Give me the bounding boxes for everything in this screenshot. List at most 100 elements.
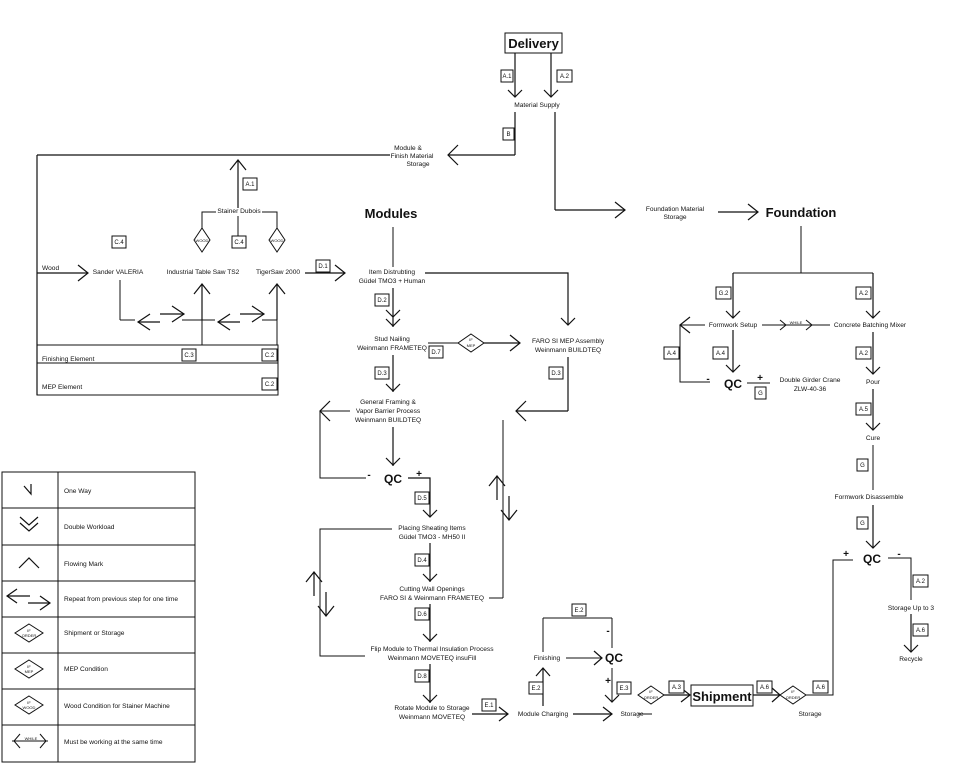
label-cond-mep: MEP	[467, 343, 476, 348]
label-minus: -	[706, 374, 709, 385]
item-dist-l1: Item Distrubting	[369, 269, 416, 276]
label-labels-D3: D.3	[377, 371, 387, 377]
formwork-disassemble: Formwork Disassemble	[835, 494, 904, 501]
label-labels-C4: C.4	[234, 240, 244, 246]
label-labels-A2: A.2	[560, 74, 570, 80]
rotate-l2: Weinmann MOVETEQ	[399, 714, 465, 721]
label-labels-E2: E.2	[574, 608, 584, 614]
label-labels-A1: A.1	[245, 182, 255, 188]
label-labels-A1: A.1	[502, 74, 512, 80]
faro-mep-l2: Weinmann BUILDTEQ	[535, 347, 601, 354]
general-l3: Weinmann BUILDTEQ	[355, 417, 421, 424]
label-cond-if: IF	[649, 689, 653, 694]
label-labels-A2: A.2	[859, 291, 869, 297]
cutting-l2: FARO SI & Weinmann FRAMETEQ	[380, 595, 484, 602]
label-cond-order: ORDER	[786, 695, 801, 700]
label-cond-mep: MEP	[25, 669, 34, 674]
label-labels-D7: D.7	[431, 350, 441, 356]
storage-1: Storage	[620, 711, 643, 718]
modules-heading: Modules	[365, 206, 418, 221]
foundation-storage-l1: Foundation Material	[646, 206, 705, 213]
table-saw-node: Industrial Table Saw TS2	[167, 269, 240, 276]
recycle-node: Recycle	[899, 656, 923, 663]
label-labels-A2: A.2	[916, 579, 926, 585]
label-minus: -	[897, 549, 900, 560]
label-cond-order: ORDER	[644, 695, 659, 700]
material-supply: Material Supply	[514, 102, 560, 109]
label-labels-D2: D.2	[377, 298, 387, 304]
qc-storage: QC	[863, 552, 881, 566]
label-labels-A3: A.3	[672, 685, 682, 691]
module-storage-l3: Storage	[406, 161, 429, 168]
qc-finishing: QC	[605, 651, 623, 665]
label-labels-A6: A.6	[916, 628, 926, 634]
label-cond-order: ORDER	[22, 633, 37, 638]
label-labels-C4: C.4	[114, 240, 124, 246]
foundation-heading: Foundation	[766, 205, 837, 220]
label-cond-if: IF	[469, 337, 473, 342]
label-labels-D8: D.8	[417, 674, 427, 680]
label-labels-E3: E.3	[619, 686, 629, 692]
one-way-icon	[23, 484, 32, 496]
legend-flowing-mark: Flowing Mark	[64, 561, 104, 568]
label-labels-C2: C.2	[265, 382, 275, 388]
label-labels-A5: A.5	[859, 407, 869, 413]
faro-mep-l1: FARO SI MEP Assembly	[532, 338, 605, 345]
module-charging: Module Charging	[518, 711, 569, 718]
label-labels-G2: G.2	[719, 291, 729, 297]
pour-node: Pour	[866, 379, 881, 386]
label-plus: +	[605, 676, 611, 687]
label-cond-if: IF	[27, 700, 31, 705]
flowing-mark-icon	[18, 557, 40, 569]
tigersaw-node: TigerSaw 2000	[256, 269, 300, 276]
finishing-node: Finishing	[534, 655, 561, 662]
flip-l2: Weinmann MOVETEQ insuFill	[388, 655, 477, 662]
module-storage-l2: Finish Material	[391, 153, 434, 160]
label-labels-A6: A.6	[816, 685, 826, 691]
flip-l1: Flip Module to Thermal Insulation Proces…	[370, 646, 494, 653]
label-cond-wood: WOOD	[271, 238, 284, 243]
delivery-heading: Delivery	[508, 36, 559, 51]
label-labels-D4: D.4	[417, 558, 427, 564]
qc-modules: QC	[384, 472, 402, 486]
sheating-l1: Placing Sheating Items	[398, 525, 466, 532]
label-cond-if: IF	[27, 664, 31, 669]
foundation-storage-l2: Storage	[663, 214, 686, 221]
label-cond-if: IF	[27, 628, 31, 633]
rotate-l1: Rotate Module to Storage	[394, 705, 469, 712]
general-l2: Vapor Barrier Process	[356, 408, 421, 415]
legend-order: Shipment or Storage	[64, 630, 125, 637]
label-plus: +	[757, 373, 763, 384]
wood-label: Wood	[42, 265, 59, 272]
double-workload-icon	[19, 516, 39, 532]
mep-element-label: MEP Element	[42, 384, 82, 391]
crane-l2: ZLW-40-36	[794, 386, 827, 393]
legend-mep: MEP Condition	[64, 666, 108, 673]
shipment-heading: Shipment	[692, 689, 752, 704]
label-labels-D5: D.5	[417, 496, 427, 502]
formwork-setup: Formwork Setup	[709, 322, 758, 329]
sheating-l2: Güdel TMO3 - MH50 II	[399, 534, 466, 541]
label-labels-E2: E.2	[531, 686, 541, 692]
label-labels-E1: E.1	[484, 703, 494, 709]
label-minus: -	[367, 470, 370, 481]
concrete-mixer: Concrete Batching Mixer	[834, 322, 907, 329]
delivery-box	[504, 32, 563, 54]
qc-foundation: QC	[724, 377, 742, 391]
label-cond-wood: WOOD	[23, 705, 36, 710]
stud-l2: Weinmann FRAMETEQ	[357, 345, 427, 352]
label-labels-A4: A.4	[667, 351, 677, 357]
label-labels-G: G	[758, 391, 763, 397]
general-l1: General Framing &	[360, 399, 416, 406]
sander-node: Sander VALERIA	[93, 269, 144, 276]
label-labels-C3: C.3	[184, 353, 194, 359]
module-storage-l1: Module &	[394, 145, 422, 152]
label-cond-while: WHILE	[25, 736, 38, 741]
label-plus: +	[843, 549, 849, 560]
label-labels-G: G	[860, 463, 865, 469]
